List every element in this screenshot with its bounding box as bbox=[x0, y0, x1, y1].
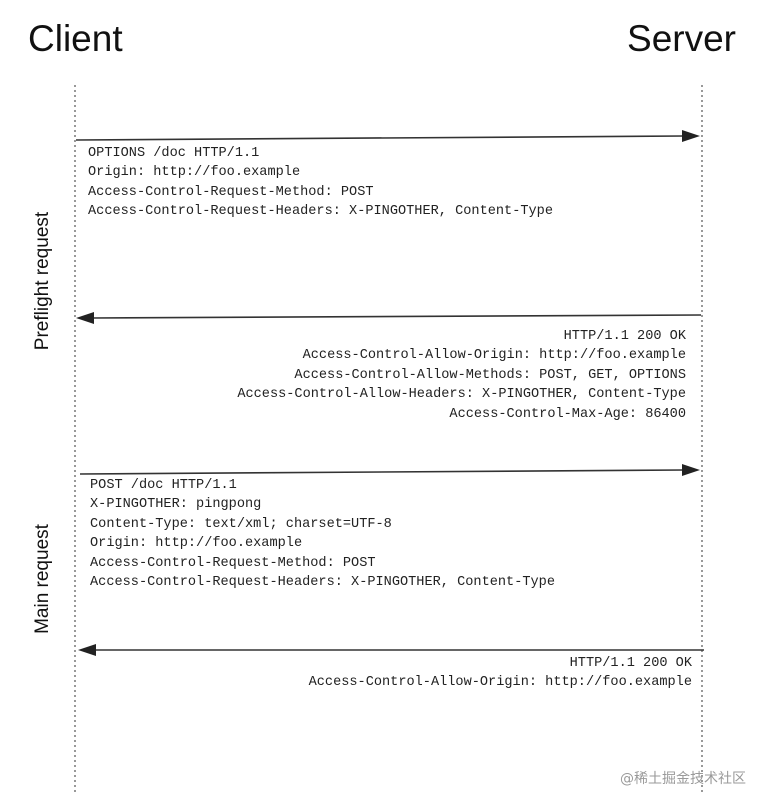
preflight-phase-label: Preflight request bbox=[32, 211, 53, 351]
watermark: @稀土掘金技术社区 bbox=[620, 771, 746, 787]
header-line: POST /doc HTTP/1.1 bbox=[90, 478, 237, 493]
header-line: Origin: http://foo.example bbox=[90, 536, 303, 552]
header-line: HTTP/1.1 200 OK bbox=[563, 329, 686, 344]
header-line: Access-Control-Request-Headers: X-PINGOT… bbox=[90, 574, 555, 590]
main-request-arrow bbox=[79, 464, 700, 476]
header-line: Origin: http://foo.example bbox=[88, 165, 301, 181]
main-response-arrow bbox=[78, 644, 704, 656]
client-title: Client bbox=[28, 18, 123, 59]
header-line: Access-Control-Request-Headers: X-PINGOT… bbox=[88, 204, 553, 220]
header-line: OPTIONS /doc HTTP/1.1 bbox=[88, 146, 260, 161]
header-line: Access-Control-Request-Method: POST bbox=[90, 555, 376, 571]
header-line: Access-Control-Request-Method: POST bbox=[88, 184, 374, 200]
header-line: Access-Control-Allow-Headers: X-PINGOTHE… bbox=[237, 387, 686, 403]
header-line: X-PINGOTHER: pingpong bbox=[90, 497, 262, 513]
server-title: Server bbox=[627, 18, 736, 59]
preflight-request-arrow bbox=[75, 130, 700, 142]
header-line: Access-Control-Allow-Methods: POST, GET,… bbox=[294, 367, 686, 383]
header-line: Access-Control-Max-Age: 86400 bbox=[449, 406, 686, 422]
main-phase-label: Main request bbox=[32, 524, 53, 634]
header-line: Access-Control-Allow-Origin: http://foo.… bbox=[308, 675, 692, 691]
header-line: Content-Type: text/xml; charset=UTF-8 bbox=[90, 516, 392, 532]
preflight-response-arrow bbox=[76, 312, 702, 324]
main-response-headers: HTTP/1.1 200 OK Access-Control-Allow-Orig… bbox=[309, 654, 692, 693]
header-line: HTTP/1.1 200 OK bbox=[569, 656, 692, 671]
header-line: Access-Control-Allow-Origin: http://foo.… bbox=[302, 348, 686, 364]
preflight-response-headers: HTTP/1.1 200 OK Access-Control-Allow-Orig… bbox=[237, 327, 686, 424]
